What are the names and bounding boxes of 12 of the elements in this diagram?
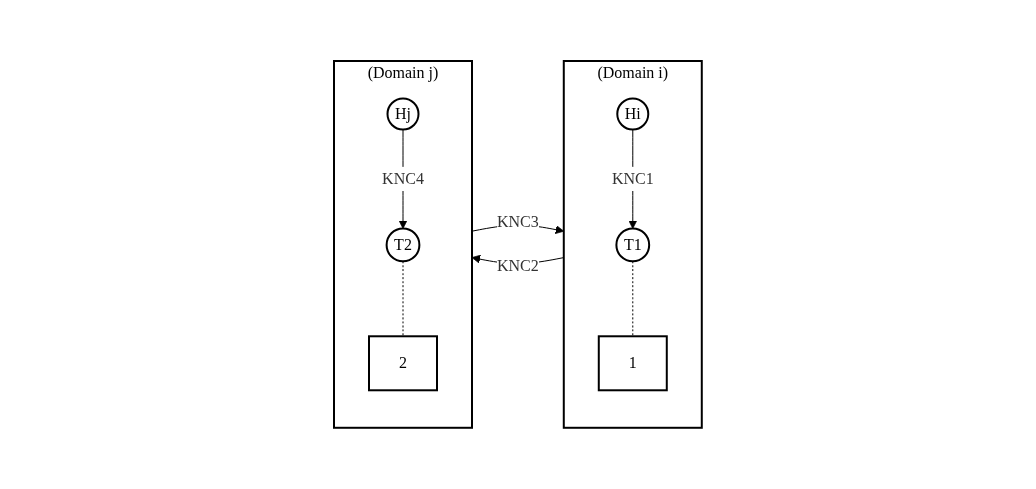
node-circle: Hi [616, 97, 650, 131]
node-circle: Hj [386, 97, 420, 131]
edge-label: KNC4 [382, 170, 424, 188]
edge-label: KNC2 [497, 257, 539, 275]
node-circle: T2 [385, 227, 421, 263]
edge-label: KNC3 [497, 213, 539, 231]
node-circle: T1 [615, 227, 651, 263]
node-box: 2 [368, 335, 439, 392]
node-box: 1 [597, 335, 668, 392]
connector [402, 260, 404, 337]
edge-label: KNC1 [612, 170, 654, 188]
connector [632, 260, 634, 337]
